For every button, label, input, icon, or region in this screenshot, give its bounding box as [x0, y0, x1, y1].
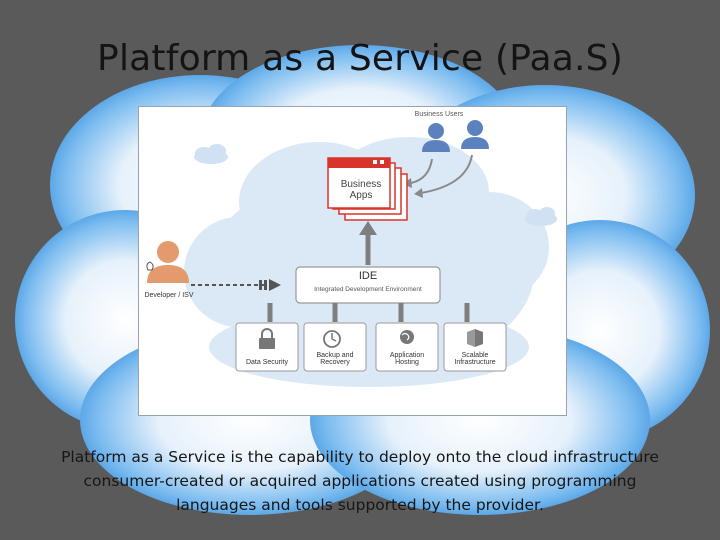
small-cloud	[194, 144, 228, 164]
paas-diagram: Business Users Business Apps Developer /…	[138, 106, 567, 416]
service-label-scalable-infrastructure: Scalable Infrastructure	[454, 352, 496, 367]
service-label-backup-recovery: Backup and Recovery	[316, 352, 354, 367]
service-label-data-security: Data Security	[245, 359, 289, 366]
cube-icon	[467, 329, 483, 347]
globe-icon	[400, 330, 414, 344]
developer-label: Developer / ISV	[144, 292, 194, 299]
developer-icon	[147, 241, 189, 283]
diagram-graphics	[146, 120, 557, 387]
small-cloud	[525, 207, 557, 226]
service-label-application-hosting: Application Hosting	[389, 352, 425, 367]
ide-box	[295, 266, 441, 304]
clock-icon	[323, 330, 341, 348]
business-apps-label: Business Apps	[340, 179, 382, 201]
business-apps-window	[327, 157, 408, 221]
service-box	[375, 322, 439, 372]
slide-caption: Platform as a Service is the capability …	[61, 448, 659, 514]
business-user-icon	[422, 123, 450, 152]
slide-title: Platform as a Service (Paa.S)	[97, 38, 623, 79]
ide-title: IDE	[358, 270, 378, 282]
business-user-icon	[461, 120, 489, 149]
ide-subtitle: Integrated Development Environment	[314, 286, 422, 293]
lock-icon	[259, 328, 275, 349]
business-users-label: Business Users	[414, 111, 464, 118]
